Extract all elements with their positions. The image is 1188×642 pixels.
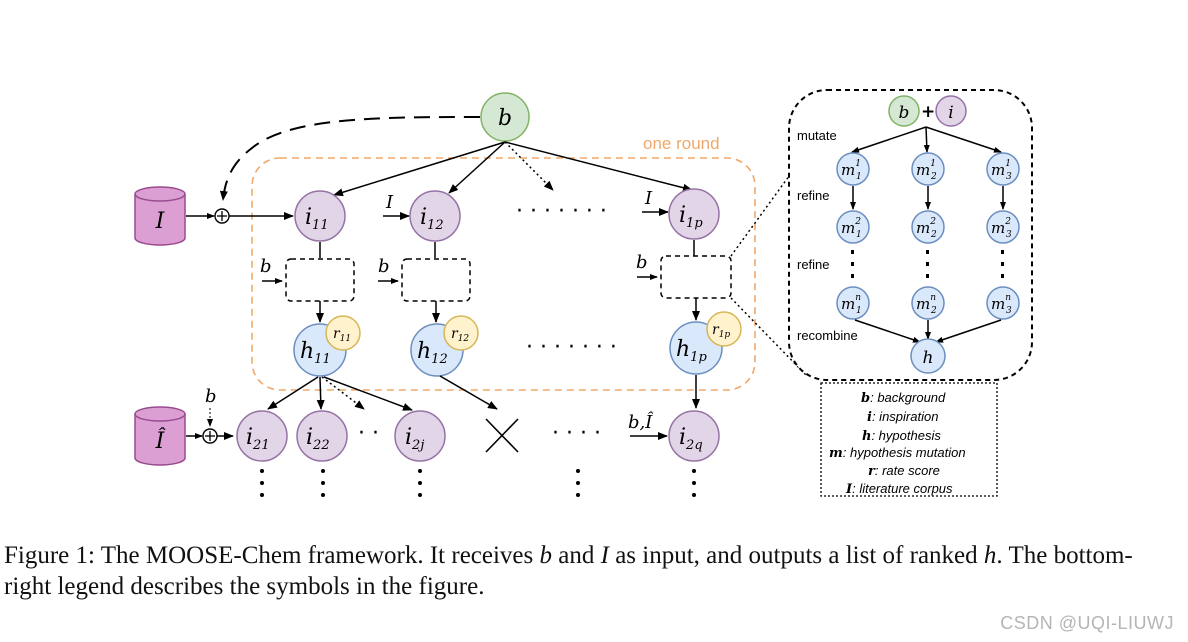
- svg-text:mn2: mn2: [916, 293, 937, 316]
- legend-box: [820, 382, 998, 497]
- legend-item-i: i: inspiration: [867, 409, 938, 425]
- legend-item-I: I: literature corpus: [845, 481, 953, 497]
- svg-text:m11: m11: [841, 159, 862, 182]
- svg-text:mn3: mn3: [991, 293, 1012, 316]
- figure-caption: Figure 1: The MOOSE-Chem framework. It r…: [4, 540, 1174, 602]
- ellipsis-row3a: · ·: [358, 421, 379, 446]
- literature-corpus-cylinder-bottom: Î: [134, 406, 186, 466]
- svg-text:m12: m12: [916, 159, 937, 182]
- svg-text:h: hypothesis: h: hypothesis: [862, 428, 941, 444]
- background-feed-curve: [219, 116, 481, 201]
- caption-and: and: [552, 542, 601, 569]
- input-label-b-2: b: [378, 256, 390, 277]
- input-label-b-4: b: [205, 386, 217, 407]
- rate-score-r11: r11: [325, 315, 361, 351]
- zoom-line-top: [730, 171, 793, 257]
- moose-chem-diagram: one round b I i11 I i12 · · · · · · · I: [134, 89, 1033, 497]
- input-label-I-1: I: [385, 192, 394, 213]
- zoom-refine-dots: [851, 250, 1004, 278]
- svg-text:b: b: [899, 103, 910, 123]
- plus-junction-top: [214, 208, 230, 224]
- ellipsis-row2: · · · · · · ·: [526, 335, 617, 360]
- caption-I: I: [600, 542, 609, 569]
- one-round-label: one round: [643, 134, 720, 153]
- svg-text:i: i: [948, 103, 953, 123]
- caption-b: b: [539, 542, 553, 569]
- hypothesis-node-h11: h11: [293, 323, 347, 377]
- process-box-1: [285, 258, 355, 302]
- csdn-watermark: CSDN @UQI-LIUWJ: [1000, 613, 1174, 633]
- zoom-b-node: b: [888, 95, 920, 127]
- svg-text:b: background: b: background: [861, 390, 946, 406]
- svg-text:Î: Î: [155, 427, 166, 454]
- label-refine-1: refine: [797, 188, 830, 203]
- pruned-cross: [485, 418, 519, 453]
- background-node-b: b: [480, 92, 530, 142]
- inspiration-node-i1p: i1p: [668, 188, 720, 240]
- svg-text:h1p: h1p: [676, 337, 707, 365]
- svg-text:I: I: [155, 209, 166, 234]
- svg-text:mn1: mn1: [841, 293, 862, 316]
- inspiration-node-i11: i11: [294, 190, 346, 242]
- caption-prefix: Figure 1: The MOOSE-Chem framework. It r…: [4, 542, 540, 569]
- inspiration-node-i21: i21: [236, 410, 288, 462]
- caption-h: h: [983, 542, 997, 569]
- legend-item-r: r: rate score: [868, 463, 940, 479]
- input-label-b-3: b: [636, 252, 648, 273]
- literature-corpus-cylinder-top: I: [134, 186, 186, 246]
- label-recombine: recombine: [797, 328, 858, 343]
- continuation-dots: [260, 469, 696, 497]
- inspiration-node-i2q: i2q: [668, 410, 720, 462]
- svg-text:r: rate score: r: rate score: [868, 463, 940, 479]
- inspiration-node-i22: i22: [296, 410, 348, 462]
- one-round-box: [251, 157, 756, 391]
- ellipsis-row3b: · · · ·: [552, 421, 601, 446]
- legend-item-b: b: background: [861, 390, 946, 406]
- ellipsis-row1: · · · · · · ·: [516, 199, 607, 224]
- svg-text:m22: m22: [916, 217, 937, 240]
- svg-text:I: literature corpus: I: literature corpus: [845, 481, 953, 497]
- process-box-2: [401, 258, 471, 302]
- input-label-b-hat-I: b,Î: [628, 410, 654, 433]
- input-label-I-2: I: [644, 188, 653, 209]
- input-label-b-1: b: [260, 256, 272, 277]
- process-box-p: [660, 255, 732, 299]
- legend-item-h: h: hypothesis: [862, 428, 941, 444]
- zoom-i-node: i: [935, 95, 967, 127]
- zoom-plus: +: [921, 102, 935, 122]
- plus-junction-bottom: [202, 428, 218, 444]
- svg-text:m21: m21: [841, 217, 862, 240]
- inspiration-node-i2j: i2j: [394, 410, 446, 462]
- label-refine-2: refine: [797, 257, 830, 272]
- caption-suffix: . The bottom-right legend describes the …: [4, 542, 1133, 600]
- rate-score-r1p: r1p: [706, 311, 742, 347]
- label-mutate: mutate: [797, 128, 837, 143]
- svg-text:m13: m13: [991, 159, 1012, 182]
- svg-text:m: hypothesis mutation: m: hypothesis mutation: [829, 445, 966, 461]
- svg-text:m23: m23: [991, 217, 1012, 240]
- svg-text:b: b: [498, 106, 512, 131]
- caption-mid: as input, and outputs a list of ranked: [608, 542, 984, 569]
- legend-item-m: m: hypothesis mutation: [829, 445, 966, 461]
- inspiration-node-i12: i12: [409, 190, 461, 242]
- rate-score-r12: r12: [443, 315, 479, 351]
- svg-text:i: inspiration: i: inspiration: [867, 409, 938, 425]
- zoom-h-node: h: [910, 338, 946, 374]
- svg-text:h: h: [923, 348, 934, 368]
